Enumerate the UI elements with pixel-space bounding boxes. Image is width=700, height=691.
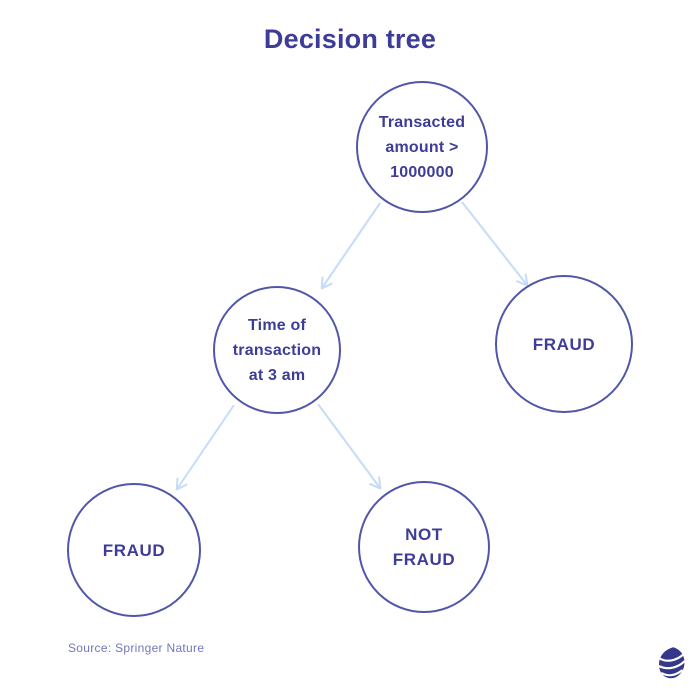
node-label: FRAUD bbox=[102, 540, 166, 560]
tree-node-fraud-left: FRAUD bbox=[67, 483, 201, 617]
edge-root-to-time bbox=[320, 202, 381, 290]
tree-node-time-of-transaction: Time of transaction at 3 am bbox=[213, 286, 341, 414]
page-title: Decision tree bbox=[263, 24, 437, 54]
tree-node-not-fraud: NOT FRAUD bbox=[358, 481, 490, 613]
edge-root-to-fraud-right bbox=[461, 201, 529, 287]
node-label: Transacted amount > 1000000 bbox=[378, 113, 466, 181]
node-label: FRAUD bbox=[532, 334, 596, 354]
swirl-sphere-logo-icon bbox=[658, 647, 686, 679]
node-label: NOT FRAUD bbox=[392, 525, 456, 569]
tree-node-fraud-right: FRAUD bbox=[495, 275, 633, 413]
source-caption: Source: Springer Nature bbox=[68, 641, 205, 655]
edge-time-to-fraud-left bbox=[175, 404, 235, 491]
tree-node-root: Transacted amount > 1000000 bbox=[356, 81, 488, 213]
edge-time-to-not-fraud bbox=[317, 403, 382, 490]
node-label: Time of transaction at 3 am bbox=[232, 316, 322, 384]
